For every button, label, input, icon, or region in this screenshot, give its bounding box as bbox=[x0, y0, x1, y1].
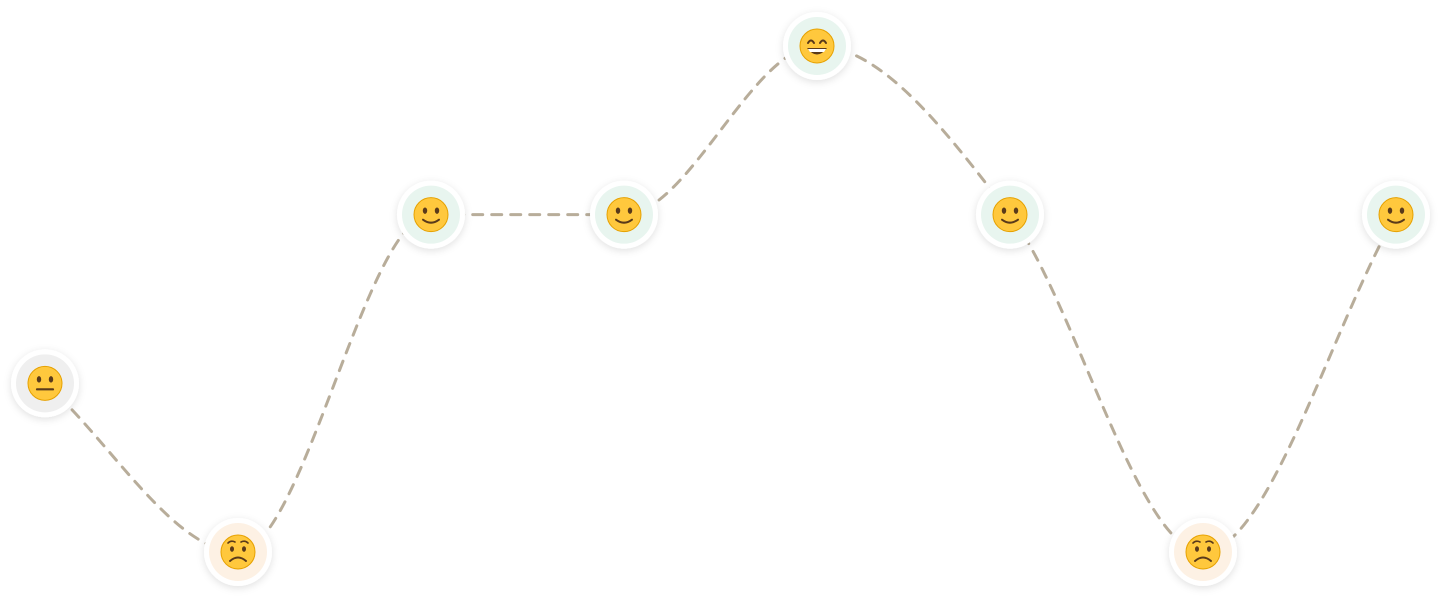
mood-point-8 bbox=[1362, 180, 1430, 249]
worried-face-icon bbox=[1185, 534, 1221, 570]
mood-point-2 bbox=[204, 518, 272, 586]
mood-point-3 bbox=[397, 180, 465, 249]
worried-face-icon bbox=[220, 534, 256, 570]
mood-point-6 bbox=[976, 180, 1044, 249]
neutral-face-icon bbox=[27, 365, 63, 401]
mood-point-7 bbox=[1169, 518, 1237, 586]
mood-points-layer bbox=[11, 12, 1430, 586]
mood-trend-line bbox=[43, 44, 1398, 554]
slightly-smiling-face-icon bbox=[1378, 197, 1414, 233]
mood-point-1 bbox=[11, 349, 79, 418]
slightly-smiling-face-icon bbox=[992, 197, 1028, 233]
slightly-smiling-face-icon bbox=[606, 197, 642, 233]
slightly-smiling-face-icon bbox=[413, 197, 449, 233]
grinning-face-icon bbox=[799, 28, 835, 64]
mood-line-layer bbox=[43, 44, 1398, 554]
mood-point-5 bbox=[783, 12, 851, 80]
mood-point-4 bbox=[590, 180, 658, 249]
